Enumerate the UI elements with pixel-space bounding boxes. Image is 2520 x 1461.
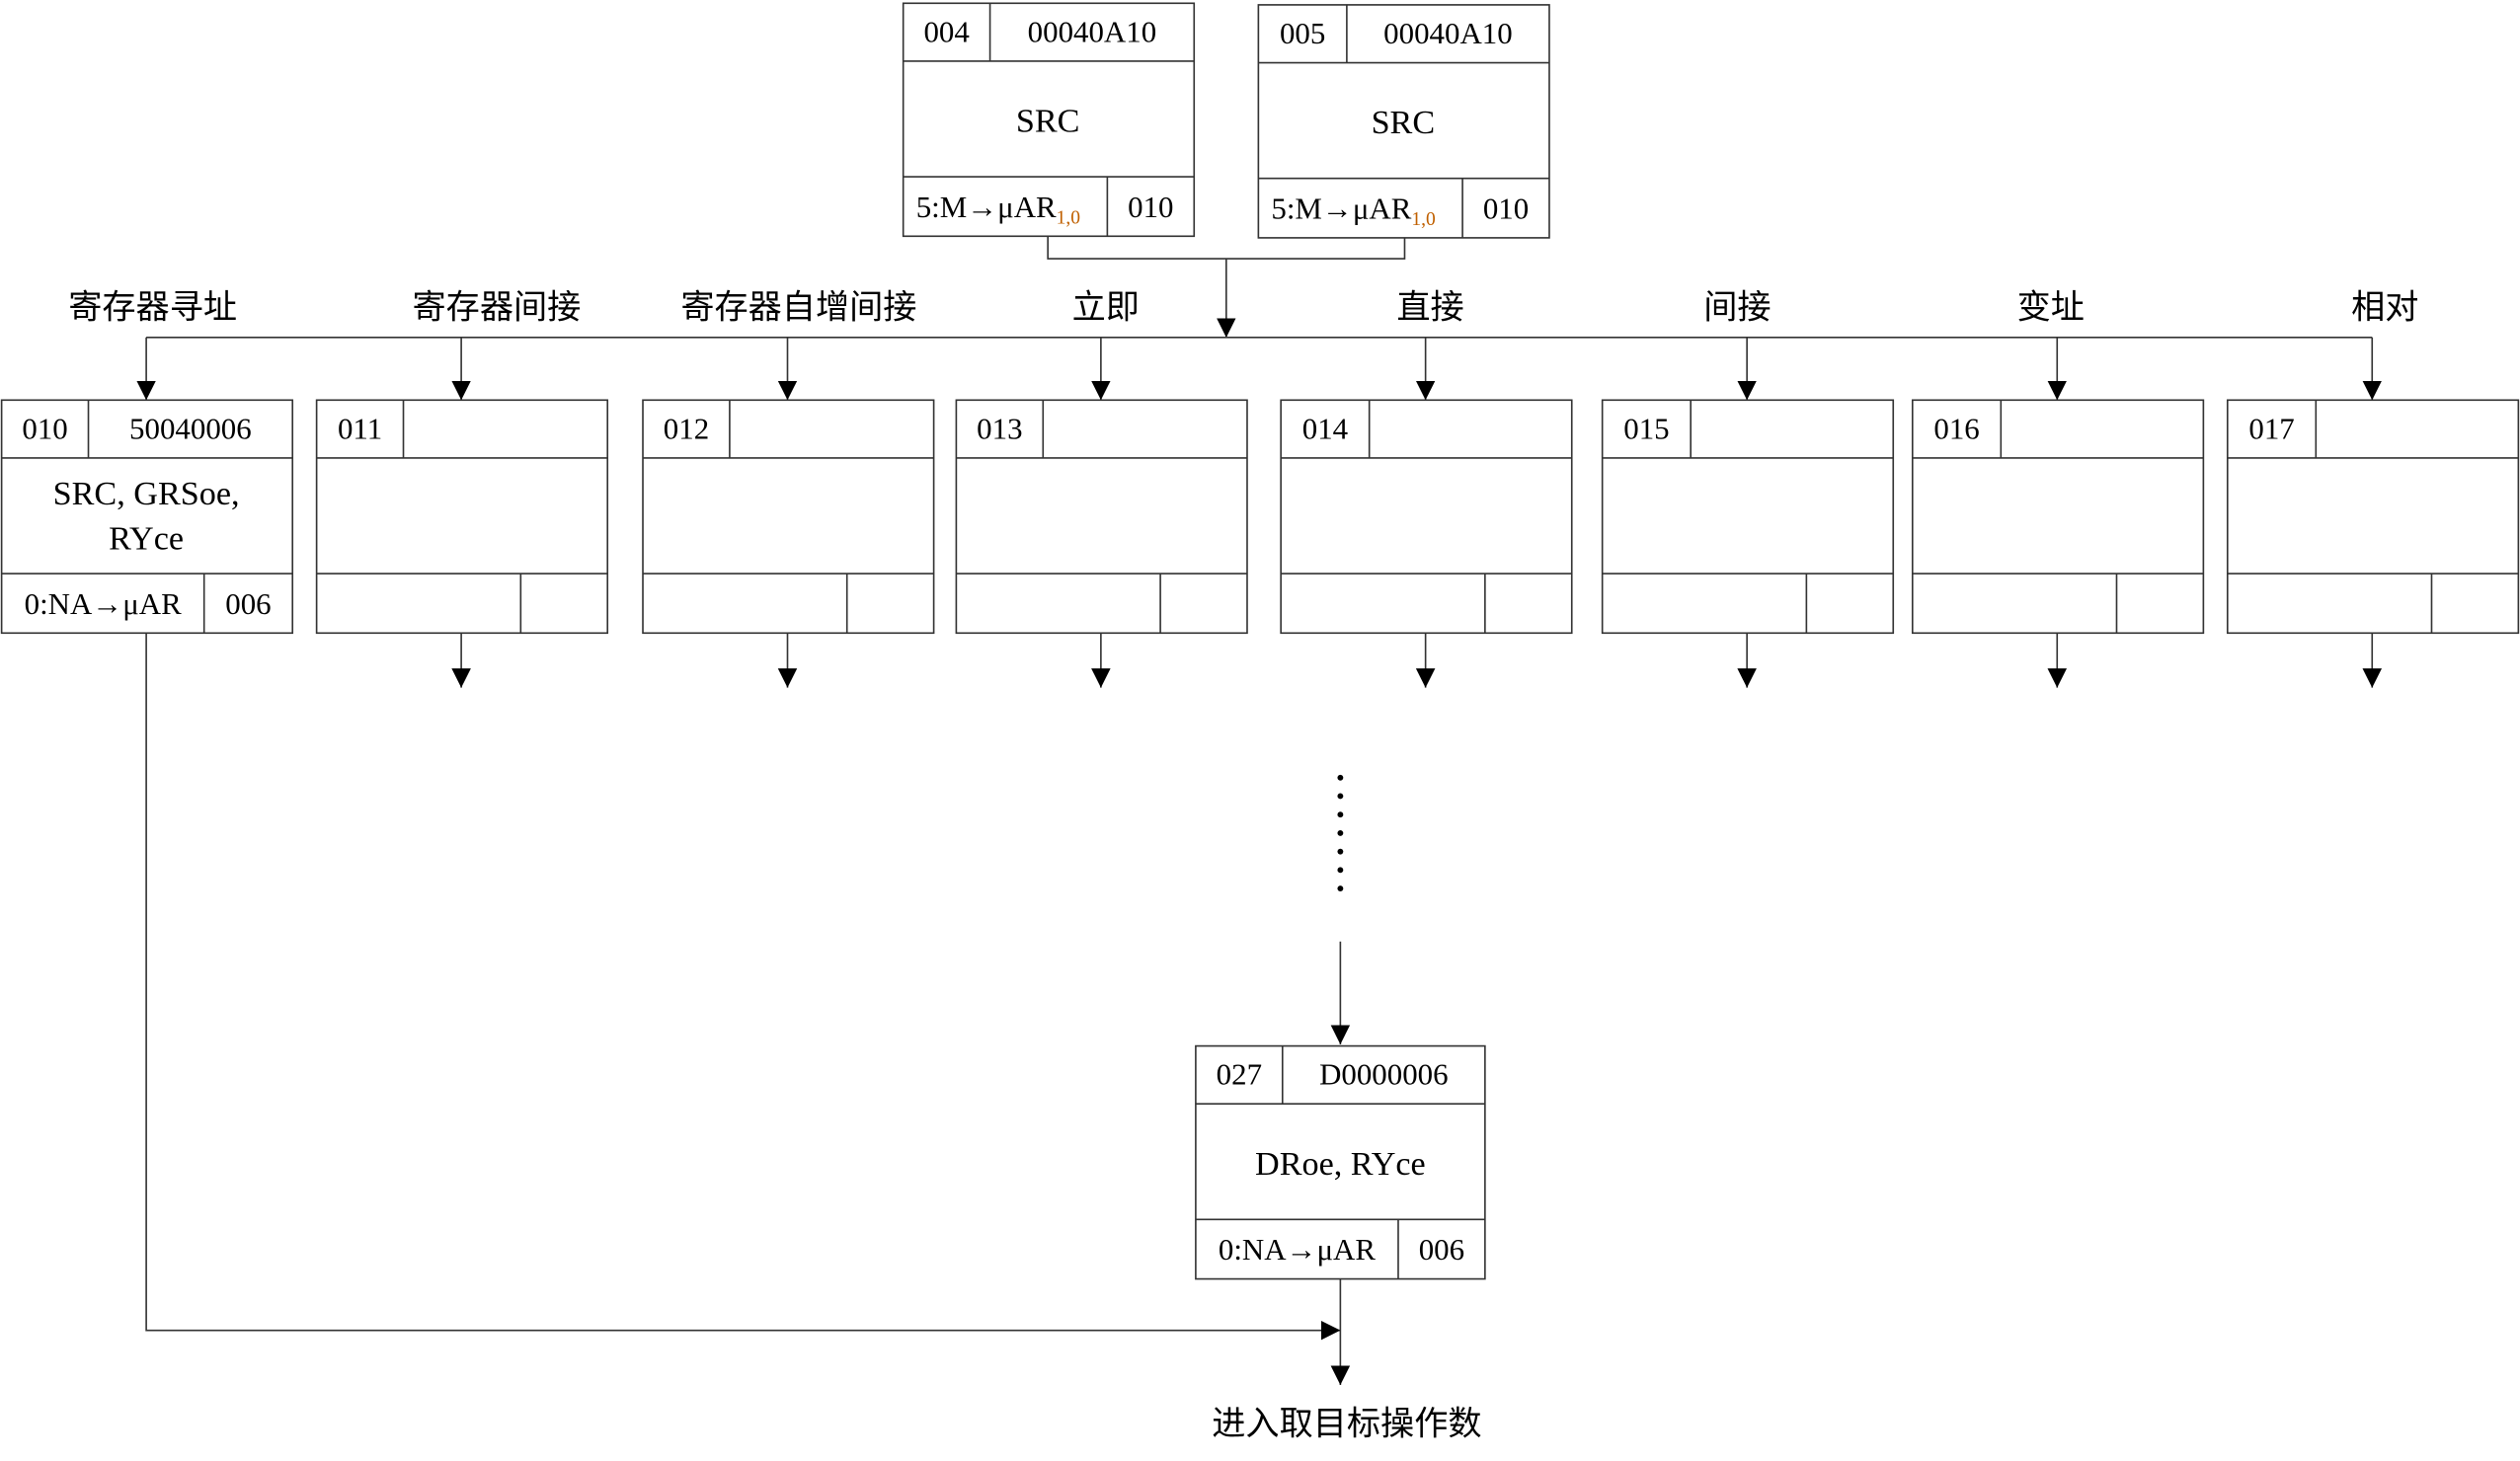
mode-label: 间接	[1703, 288, 1771, 326]
mode-box-013: 013	[955, 399, 1248, 635]
address-cell: 011	[338, 411, 382, 445]
ellipsis-dot	[1337, 829, 1344, 836]
branch-text: 5:M→μAR	[1271, 191, 1411, 225]
operations-line-2: RYce	[109, 521, 184, 558]
branch-subscript: 1,0	[1411, 209, 1436, 230]
microcode-cell: 50040006	[129, 411, 252, 445]
branch-cell: 0:NA→μAR	[1219, 1232, 1376, 1267]
box-border	[315, 399, 609, 635]
ellipsis-dot	[1337, 848, 1344, 855]
mode-box-014: 014	[1280, 399, 1573, 635]
ellipsis-dot	[1337, 774, 1344, 781]
mode-label: 变址	[2017, 288, 2085, 326]
mode-box-016: 016	[1911, 399, 2205, 635]
address-cell: 027	[1217, 1057, 1262, 1092]
mode-label: 寄存器寻址	[68, 288, 237, 326]
box-border	[902, 2, 1196, 238]
box-border	[1601, 399, 1895, 635]
return-line	[145, 633, 1341, 1341]
branch-subscript: 1,0	[1057, 207, 1081, 228]
mode-box-011: 011	[315, 399, 609, 635]
operations-cell: DRoe, RYce	[1255, 1146, 1426, 1183]
box-border	[1911, 399, 2205, 635]
mode-label: 寄存器间接	[413, 288, 582, 326]
next-address-cell: 010	[1483, 191, 1529, 225]
ellipsis-dot	[1337, 793, 1344, 800]
address-cell: 016	[1933, 411, 1979, 445]
address-cell: 010	[22, 411, 67, 445]
ellipsis-dot	[1337, 867, 1344, 874]
box-border	[1195, 1044, 1486, 1280]
next-address-cell: 010	[1128, 190, 1173, 224]
address-cell: 017	[2248, 411, 2294, 445]
ellipsis-dot	[1337, 885, 1344, 891]
mode-label: 立即	[1072, 288, 1140, 326]
box-border	[1280, 399, 1573, 635]
mode-box-017: 017	[2226, 399, 2520, 635]
mode-label: 直接	[1396, 288, 1463, 326]
branch-text: 5:M→μAR	[916, 190, 1057, 224]
ellipsis-dot	[1337, 811, 1344, 818]
box-border	[955, 399, 1248, 635]
microcode-cell: 00040A10	[1028, 14, 1157, 48]
address-cell: 004	[923, 14, 969, 48]
exit-label: 进入取目标操作数	[1212, 1405, 1481, 1442]
connector-lines	[136, 233, 2383, 1385]
operations-cell: SRC	[1016, 103, 1080, 139]
next-address-cell: 006	[1419, 1232, 1464, 1267]
address-cell: 015	[1623, 411, 1669, 445]
mode-label: 相对	[2351, 288, 2418, 326]
address-cell: 012	[664, 411, 709, 445]
mode-label: 寄存器自增间接	[680, 288, 916, 326]
box-border	[1257, 4, 1550, 239]
address-cell: 014	[1302, 411, 1348, 445]
branch-cell: 0:NA→μAR	[25, 586, 182, 621]
next-address-cell: 006	[225, 586, 271, 621]
address-cell: 013	[977, 411, 1022, 445]
microcode-cell: D0000006	[1319, 1057, 1449, 1092]
branch-cell: 5:M→μAR1,0	[1271, 191, 1436, 230]
mode-box-015: 015	[1601, 399, 1895, 635]
operations-line-1: SRC, GRSoe,	[53, 476, 240, 512]
box-border	[0, 399, 294, 635]
mode-box-012: 012	[642, 399, 935, 635]
operations-cell: SRC	[1372, 105, 1436, 141]
box-border	[2226, 399, 2520, 635]
microcode-cell: 00040A10	[1383, 16, 1513, 50]
address-cell: 005	[1280, 16, 1325, 50]
branch-cell: 5:M→μAR1,0	[916, 190, 1081, 229]
box-border	[642, 399, 935, 635]
